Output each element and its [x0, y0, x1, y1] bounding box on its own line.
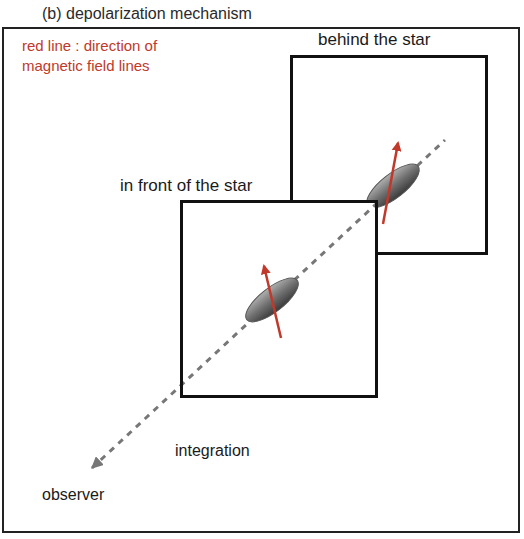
label-holder: red line : direction of magnetic field l… [22, 36, 207, 75]
field-arrow [264, 266, 281, 338]
panel-heading: behind the star [318, 30, 430, 50]
field-arrow [383, 143, 398, 224]
panel-heading: in front of the star [120, 176, 252, 196]
legend-note: red line : direction of magnetic field l… [22, 36, 207, 75]
observer-label: observer [42, 485, 104, 506]
line-of-sight [183, 203, 375, 395]
figure-title: (b) depolarization mechanism [42, 5, 252, 23]
panel-illustration [183, 203, 375, 395]
integration-label: integration [175, 441, 250, 462]
title-holder: (b) depolarization mechanism [42, 5, 252, 23]
outer-frame [3, 28, 519, 532]
line-of-sight [92, 140, 445, 468]
front-panel: in front of the star [180, 200, 378, 398]
label-holder: observer [42, 485, 104, 506]
label-holder: integration [175, 441, 250, 462]
